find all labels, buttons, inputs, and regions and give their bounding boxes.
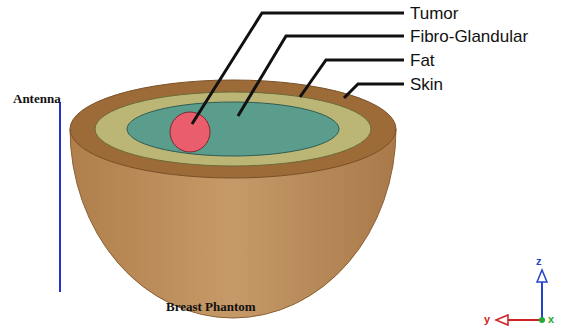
y-arrowhead: [496, 315, 508, 325]
fat-layer: [95, 92, 371, 166]
antenna-line: [59, 102, 61, 292]
fibro-glandular-layer: [127, 102, 339, 156]
z-arrowhead: [537, 270, 547, 282]
part-label: Tumor: [410, 5, 459, 22]
tumor-sphere: [170, 112, 210, 152]
antenna-label: Antenna: [13, 92, 61, 105]
leader-line: [344, 84, 404, 98]
axis-label: y: [484, 314, 490, 325]
leader-line: [300, 60, 404, 97]
phantom-label: Breast Phantom: [166, 300, 256, 313]
part-label: Fibro-Glandular: [410, 28, 528, 45]
x-axis-dot: [539, 317, 545, 323]
axis-label: x: [548, 314, 554, 325]
axis-label: z: [536, 256, 542, 267]
y-axis: [506, 319, 542, 321]
leader-line: [238, 36, 404, 116]
z-axis: [541, 280, 543, 320]
part-label: Fat: [410, 52, 435, 69]
part-label: Skin: [410, 76, 443, 93]
leader-line: [192, 13, 404, 124]
